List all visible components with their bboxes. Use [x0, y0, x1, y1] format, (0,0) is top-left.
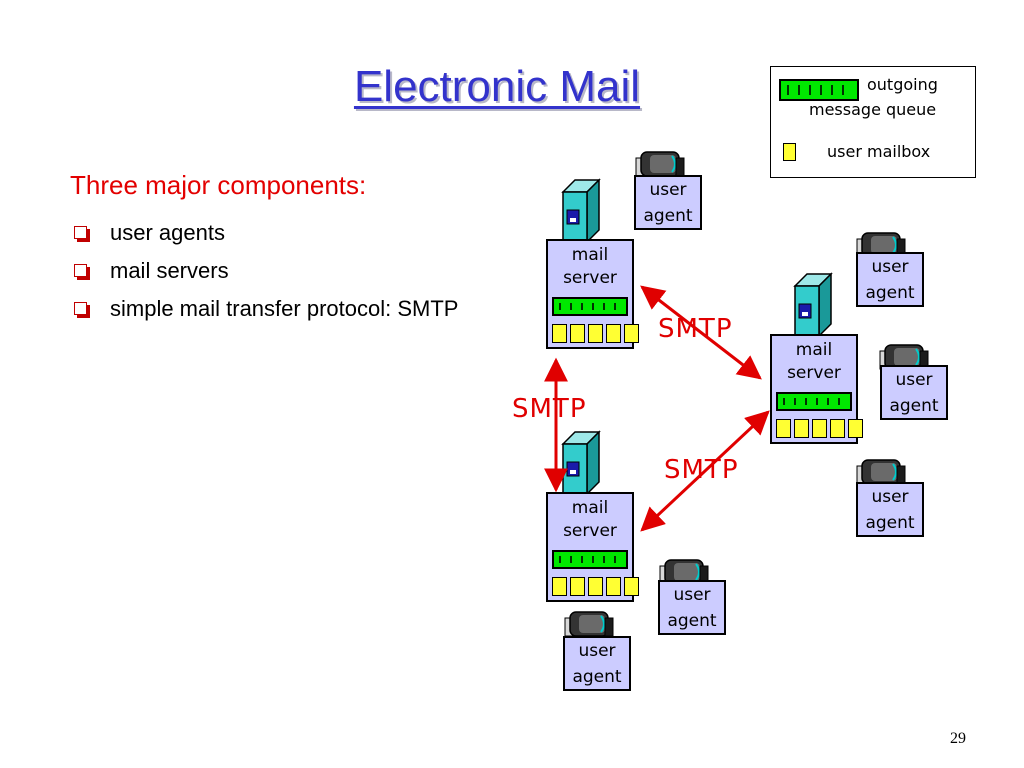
user-agent: user agent [658, 580, 726, 635]
mail-server-top: mail server [546, 239, 639, 349]
smtp-arrow [640, 285, 762, 380]
agent-label-2: agent [865, 283, 915, 303]
agent-label-1: user [871, 257, 909, 277]
slide-title: Electronic Mail [353, 62, 641, 111]
agent-label-2: agent [889, 396, 939, 416]
computer-tower-icon [562, 431, 600, 495]
agent-label-2: agent [667, 611, 717, 631]
outgoing-message-queue [552, 550, 628, 569]
agent-label-1: user [895, 370, 933, 390]
user-agent: user agent [563, 636, 631, 691]
desktop-computer-icon [856, 459, 906, 485]
user-mailboxes [552, 577, 639, 596]
bullet-text: mail servers [110, 258, 229, 283]
legend-queue-swatch [779, 79, 859, 101]
bullet-item: user agents [70, 220, 510, 246]
legend: outgoing message queue user mailbox [770, 66, 976, 178]
server-label-2: server [787, 363, 841, 383]
agent-label-1: user [578, 641, 616, 661]
desktop-computer-icon [635, 151, 685, 177]
bullet-item: simple mail transfer protocol: SMTP [70, 296, 510, 322]
square-bullet-icon [74, 264, 87, 277]
agent-label-2: agent [572, 667, 622, 687]
smtp-label: SMTP [664, 455, 739, 485]
page-number: 29 [950, 730, 966, 747]
agent-label-1: user [649, 180, 687, 200]
bullet-list: user agents mail servers simple mail tra… [70, 220, 510, 334]
desktop-computer-icon [564, 611, 614, 637]
agent-label-2: agent [865, 513, 915, 533]
smtp-arrow [640, 410, 770, 532]
server-label-1: mail [571, 245, 609, 265]
square-bullet-icon [74, 226, 87, 239]
user-mailboxes [776, 419, 863, 438]
legend-queue-label-1: outgoing [867, 75, 938, 94]
computer-tower-icon [562, 179, 600, 243]
bullet-text: simple mail transfer protocol: SMTP [110, 296, 459, 321]
legend-mailbox-swatch [783, 143, 796, 161]
mail-server-right: mail server [770, 334, 863, 444]
agent-label-1: user [871, 487, 909, 507]
user-mailboxes [552, 324, 639, 343]
user-agent: user agent [880, 365, 948, 420]
user-agent: user agent [634, 175, 702, 230]
server-label-1: mail [571, 498, 609, 518]
server-label-1: mail [795, 340, 833, 360]
agent-label-1: user [673, 585, 711, 605]
legend-mailbox-label: user mailbox [827, 142, 931, 161]
bullet-item: mail servers [70, 258, 510, 284]
agent-label-2: agent [643, 206, 693, 226]
server-label-2: server [563, 268, 617, 288]
computer-tower-icon [794, 273, 832, 337]
user-agent: user agent [856, 482, 924, 537]
smtp-label: SMTP [512, 394, 587, 424]
legend-queue-label-2: message queue [809, 100, 937, 119]
user-agent: user agent [856, 252, 924, 307]
outgoing-message-queue [776, 392, 852, 411]
server-label-2: server [563, 521, 617, 541]
outgoing-message-queue [552, 297, 628, 316]
mail-server-bottom: mail server [546, 492, 639, 602]
smtp-label: SMTP [658, 314, 733, 344]
subheading: Three major components: [70, 170, 367, 200]
square-bullet-icon [74, 302, 87, 315]
bullet-text: user agents [110, 220, 225, 245]
